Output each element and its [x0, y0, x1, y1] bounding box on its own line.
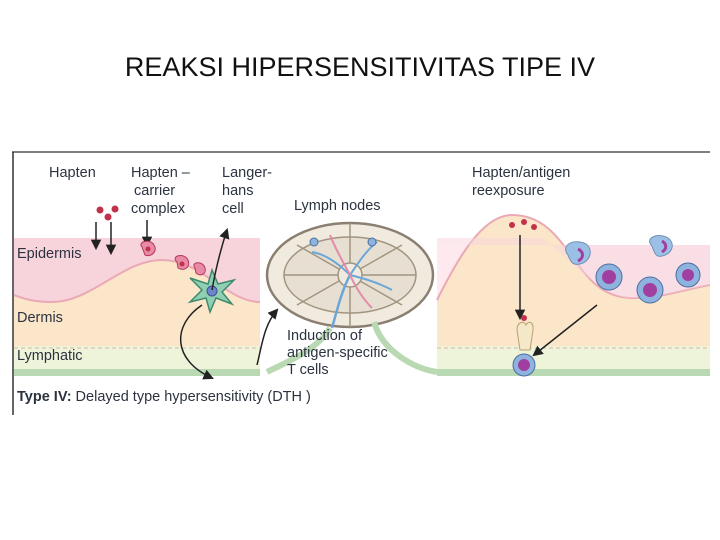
dth-figure: Hapten Hapten – carrier complex Langer- …	[12, 150, 710, 415]
reexposure-haptens	[509, 219, 537, 230]
arrow-to-lymphatic	[179, 304, 214, 380]
label-dermis: Dermis	[17, 310, 63, 326]
effector-cells	[565, 235, 701, 304]
label-epidermis: Epidermis	[17, 246, 81, 262]
label-induction-line3: T cells	[287, 362, 329, 378]
caption-type-label: Type IV:	[17, 389, 72, 405]
label-hapten-carrier-line1: Hapten –	[131, 165, 191, 181]
arrow-effector-recruit	[532, 304, 598, 357]
label-langerhans-line3: cell	[222, 201, 244, 217]
label-lymphatic: Lymphatic	[17, 348, 83, 364]
label-lymph-nodes: Lymph nodes	[294, 198, 381, 214]
sensitized-t-cell	[512, 315, 536, 377]
langerhans-cell	[187, 228, 237, 315]
label-reexposure-line1: Hapten/antigen	[472, 165, 570, 181]
label-hapten-carrier-line3: complex	[131, 201, 186, 217]
label-langerhans-line1: Langer-	[222, 165, 272, 181]
lymphatic-vessel	[14, 369, 260, 376]
slide-title: REAKSI HIPERSENSITIVITAS TIPE IV	[124, 52, 596, 82]
arrow-to-lymph-node	[256, 308, 279, 366]
label-induction-line2: antigen-specific	[287, 345, 388, 361]
lymphatic-band	[14, 346, 260, 370]
figure-caption: Type IV: Delayed type hypersensitivity (…	[17, 389, 311, 405]
caption-description: Delayed type hypersensitivity (DTH )	[72, 389, 311, 405]
lymph-node	[265, 221, 438, 375]
epidermis-layer	[14, 238, 260, 302]
label-induction-line1: Induction of	[287, 328, 363, 344]
label-reexposure-line2: reexposure	[472, 183, 545, 199]
label-langerhans-line2: hans	[222, 183, 253, 199]
hapten-particles	[96, 205, 119, 221]
label-hapten: Hapten	[49, 165, 96, 181]
label-hapten-carrier-line2: carrier	[134, 183, 175, 199]
hapten-carrier-complex	[140, 240, 206, 276]
